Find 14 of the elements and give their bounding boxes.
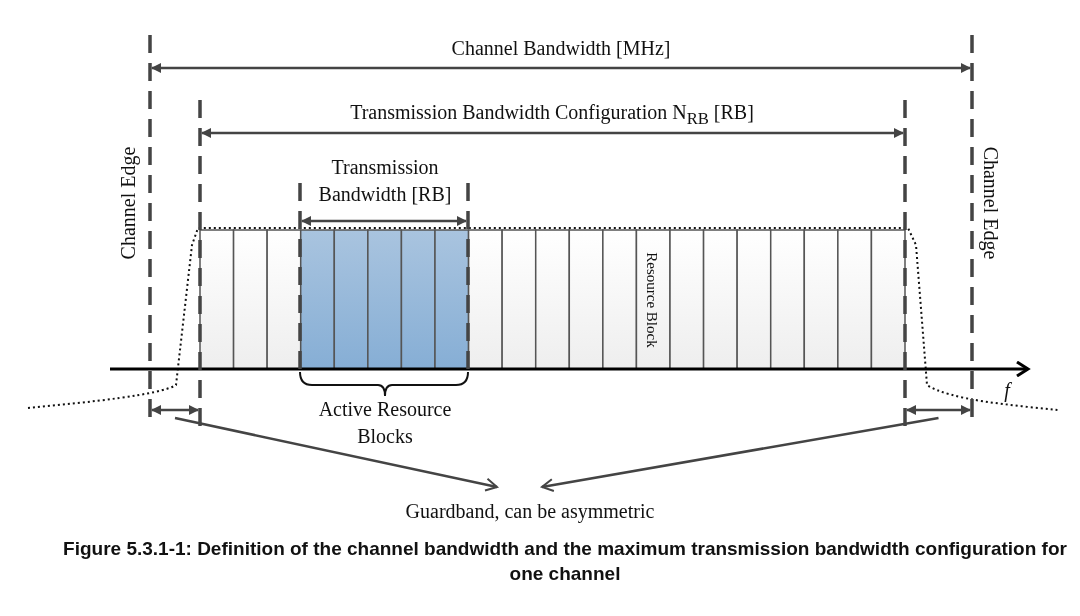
leader-line [541, 416, 939, 493]
axis-label: f [1004, 378, 1010, 403]
dimension-label: Transmission Bandwidth Configuration N$_{RB}$ [RB] [350, 99, 754, 130]
dimension-label: Channel Bandwidth [MHz] [451, 36, 671, 61]
guardband-span [906, 405, 971, 415]
annotation-text: Guardband, can be asymmetric [405, 498, 655, 524]
resource-block-label: Resource Block [643, 252, 661, 348]
dimension-label: Transmission Bandwidth [RB] [317, 155, 453, 207]
channel-edge-label: Channel Edge [978, 146, 1003, 260]
block-group-label: Active Resource Blocks [317, 397, 453, 449]
guardband-span [151, 405, 199, 415]
figure-caption: Figure 5.3.1-1: Definition of the channel bandwidth and the maximum transmission bandwidth configuration for one channel [62, 537, 1068, 586]
leader-line [174, 416, 498, 492]
channel-edge-label: Channel Edge [116, 146, 141, 260]
